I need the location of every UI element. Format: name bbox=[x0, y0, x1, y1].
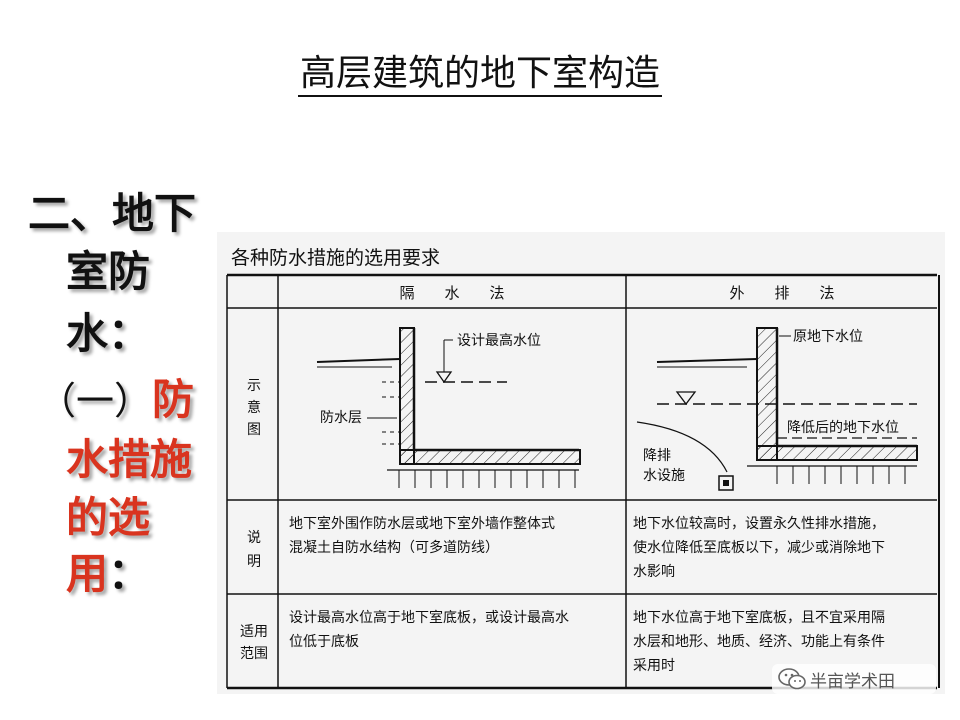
subsection-heading-line1: （一）防 bbox=[38, 372, 194, 429]
desc-left-line2: 混凝土自防水结构（可多道防线） bbox=[289, 539, 499, 556]
section-heading-line3: 水： bbox=[66, 309, 151, 358]
scope-right-line1: 地下水位高于地下室底板，且不宜采用隔 bbox=[633, 609, 885, 626]
scope-right-line3: 采用时 bbox=[633, 658, 675, 674]
label-waterproof-layer: 防水层 bbox=[320, 410, 362, 426]
section-heading-line2: 室防 bbox=[66, 247, 151, 296]
label-drainage-facility-2: 水设施 bbox=[643, 468, 685, 484]
row-label-diagram-3: 图 bbox=[247, 422, 261, 438]
subsection-red-1: 防 bbox=[152, 375, 195, 424]
section-heading-line1: 二、地下 bbox=[28, 189, 197, 238]
desc-right-line1: 地下水位较高时，设置永久性排水措施， bbox=[633, 515, 885, 532]
table-grid bbox=[226, 273, 940, 690]
page-title: 高层建筑的地下室构造 bbox=[0, 44, 960, 97]
row-label-desc-1: 说 bbox=[247, 530, 261, 546]
label-lowered-water-level: 降低后的地下水位 bbox=[787, 420, 899, 436]
subsection-prefix: （一） bbox=[38, 379, 153, 423]
desc-right-line3: 水影响 bbox=[633, 564, 675, 580]
scope-right-line2: 水层和地形、地质、经济、功能上有条件 bbox=[633, 633, 885, 650]
watermark-text: 半亩学术田 bbox=[810, 672, 895, 692]
row-label-diagram-2: 意 bbox=[247, 399, 261, 416]
watermark: 半亩学术田 bbox=[772, 664, 936, 694]
row-label-scope-1: 适用 bbox=[240, 624, 268, 640]
subsection-suffix: ： bbox=[108, 549, 151, 598]
drainage-diagram: 原地下水位 降低后的地下水位 降排 水设施 bbox=[636, 327, 918, 491]
row-label-scope-2: 范围 bbox=[240, 645, 268, 662]
subsection-red-4: 用 bbox=[66, 549, 109, 598]
scope-left-line1: 设计最高水位高于地下室底板，或设计最高水 bbox=[289, 609, 569, 626]
header-isolation: 隔 水 法 bbox=[399, 284, 504, 302]
label-design-water-level: 设计最高水位 bbox=[457, 332, 541, 349]
subsection-heading-line2: 水措施 bbox=[66, 435, 193, 484]
label-drainage-facility-1: 降排 bbox=[643, 448, 671, 464]
isolation-diagram: 设计最高水位 防水层 bbox=[316, 327, 581, 488]
desc-right-line2: 使水位降低至底板以下，减少或消除地下 bbox=[633, 539, 885, 556]
waterproofing-table: 各种防水措施的选用要求 隔 水 法 外 排 法 示 意 图 说 明 适用 范围 bbox=[217, 232, 945, 694]
label-original-water-level: 原地下水位 bbox=[793, 329, 863, 345]
row-label-desc-2: 明 bbox=[247, 554, 261, 570]
desc-left-line1: 地下室外围作防水层或地下室外墙作整体式 bbox=[289, 515, 555, 532]
table-caption: 各种防水措施的选用要求 bbox=[231, 247, 440, 269]
drainage-pipe-icon bbox=[718, 475, 734, 491]
subsection-heading-line3: 的选 bbox=[66, 493, 151, 542]
row-label-diagram-1: 示 bbox=[247, 378, 261, 394]
scope-left-line2: 位低于底板 bbox=[289, 634, 359, 650]
header-drainage: 外 排 法 bbox=[729, 284, 834, 302]
wechat-icon bbox=[778, 668, 806, 690]
subsection-heading-line4: 用： bbox=[66, 546, 150, 602]
